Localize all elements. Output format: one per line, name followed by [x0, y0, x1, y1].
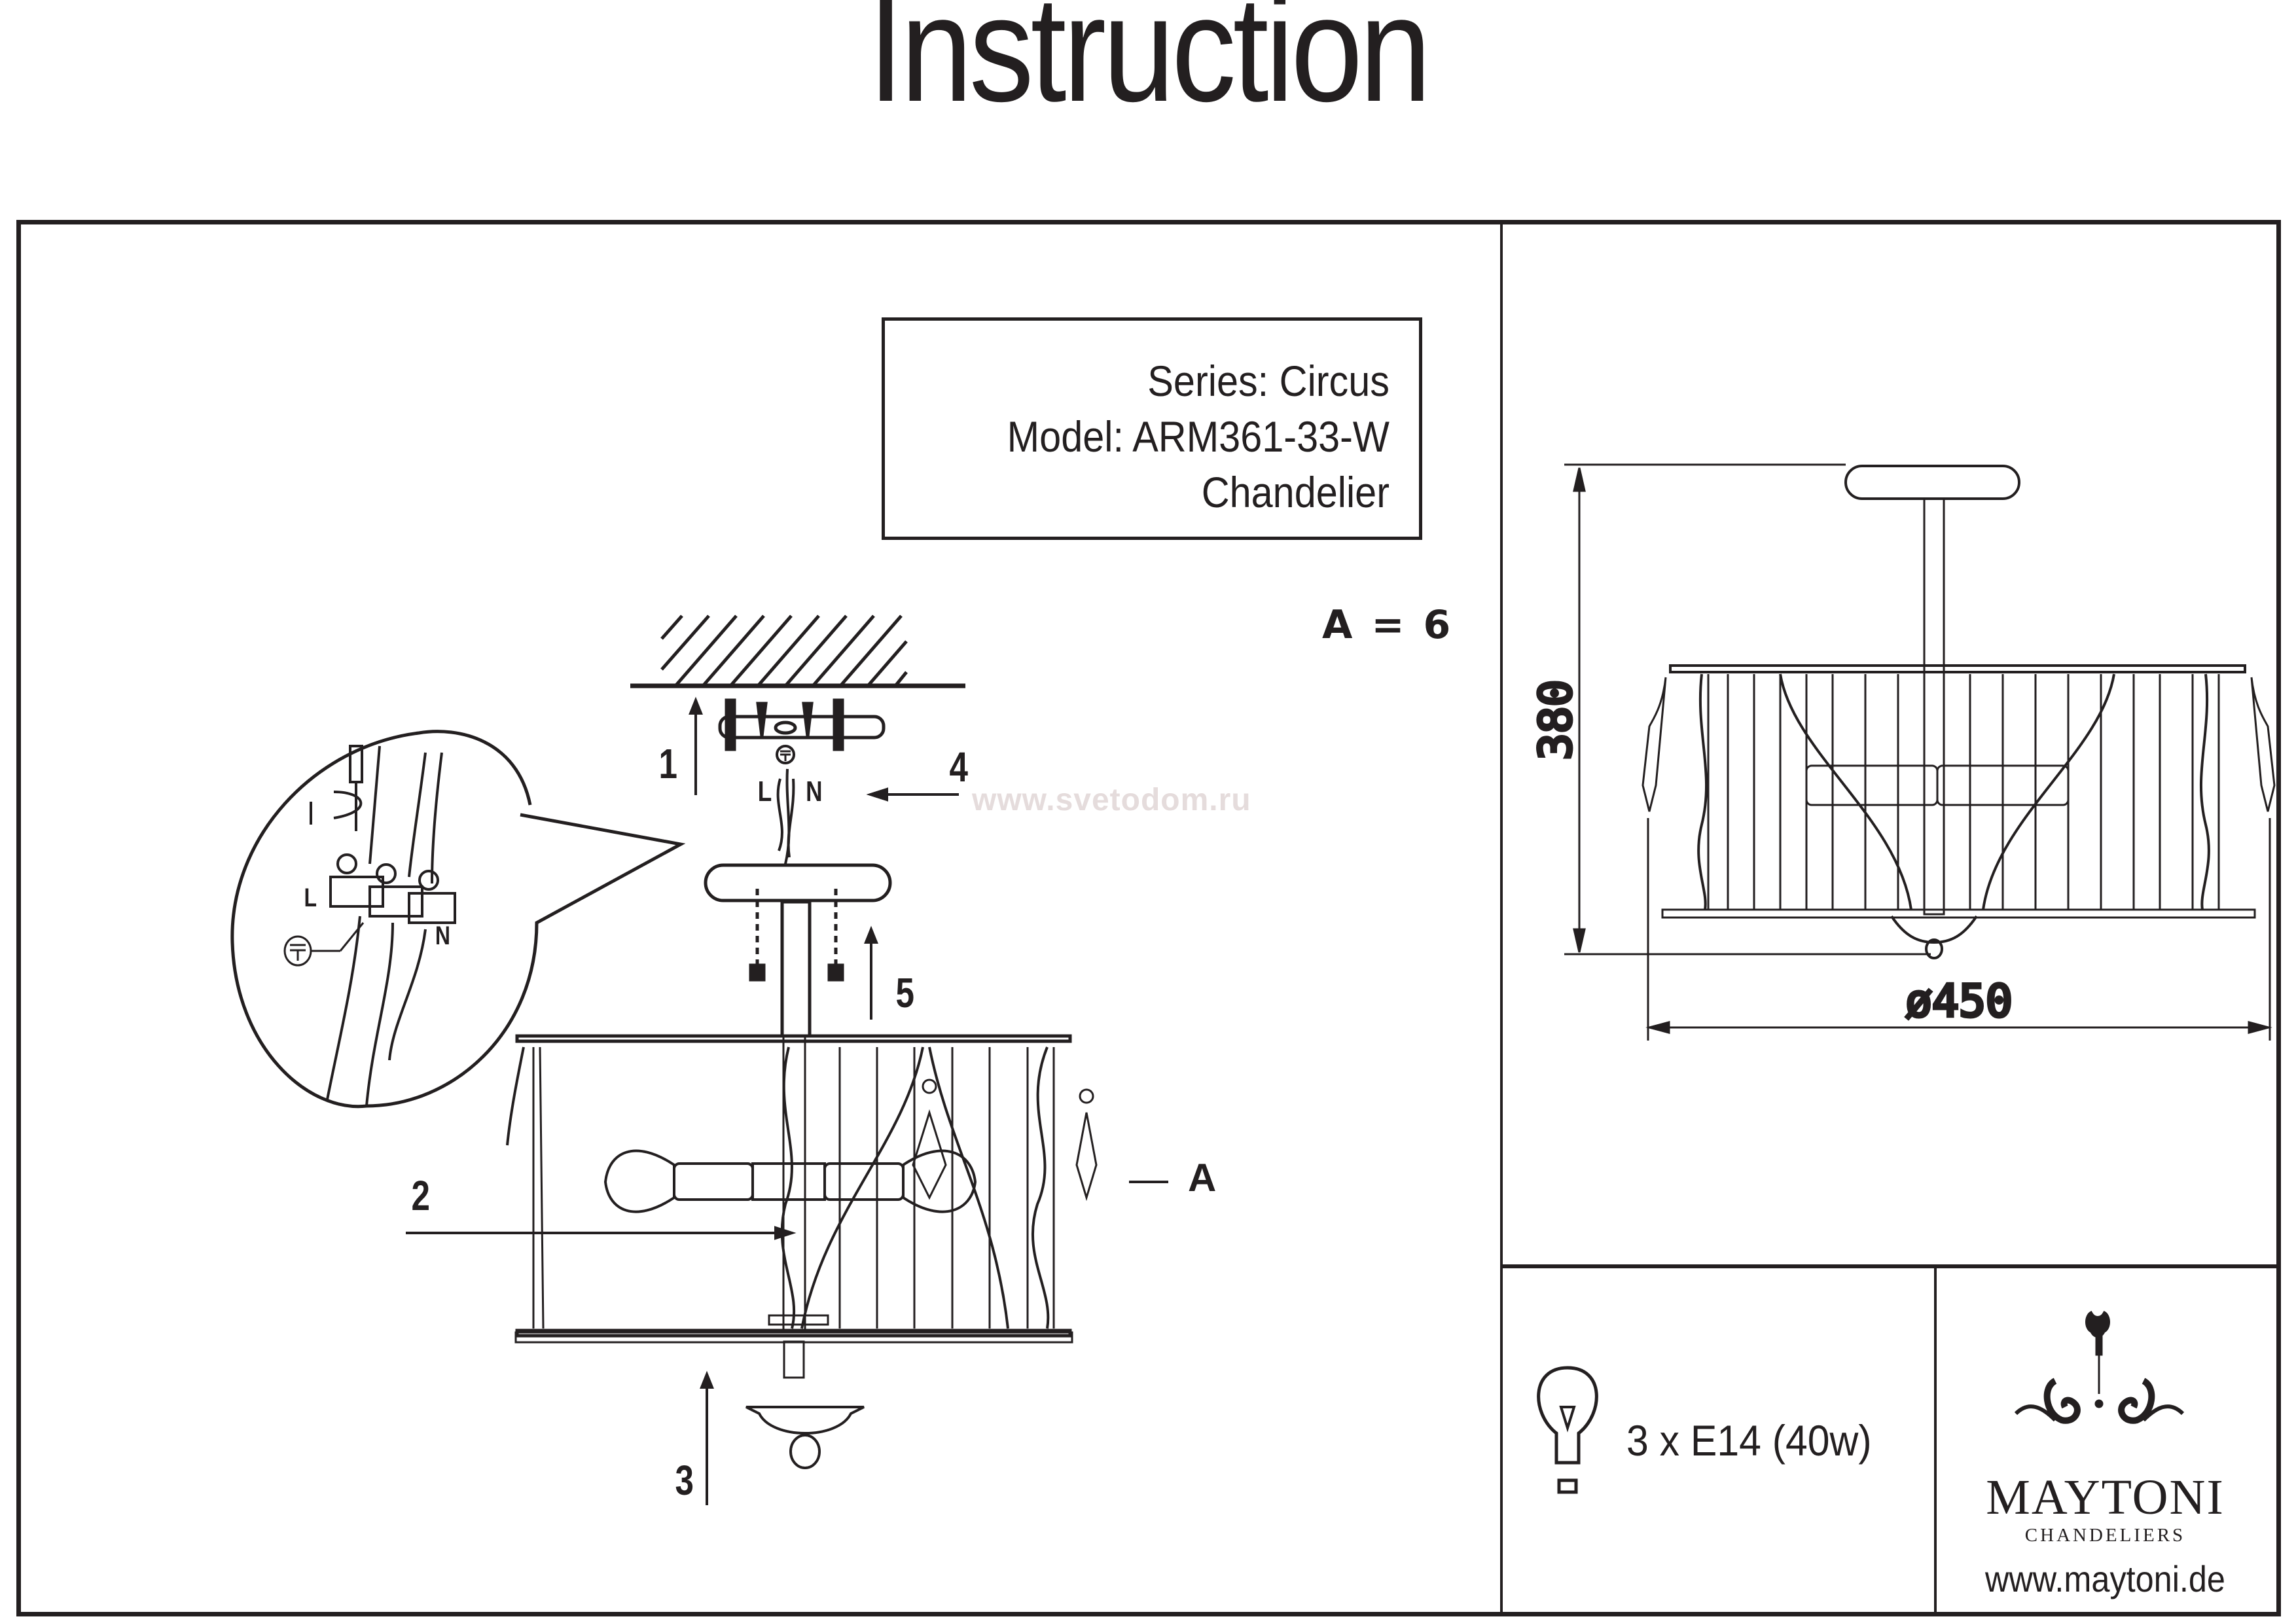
wires-icon [776, 768, 795, 865]
step-number-2: 2 [411, 1172, 431, 1219]
bulb-spec: 3 x E14 (40w) [1626, 1416, 1872, 1465]
part-a-label: A [1188, 1156, 1217, 1200]
live-wire-label: L [757, 776, 772, 808]
product-type: Chandelier [1201, 468, 1390, 516]
bulb-sockets-icon [603, 1149, 977, 1213]
brand-url: www.maytoni.de [1985, 1558, 2225, 1599]
step-number-5: 5 [895, 969, 915, 1016]
watermark: www.svetodom.ru [972, 783, 1251, 817]
panel-divider-horizontal [1500, 1264, 2276, 1268]
document-title: Instruction [868, 0, 1431, 133]
maytoni-logo-icon [2014, 1310, 2185, 1424]
ground-symbol-icon [776, 745, 795, 764]
product-info-box: Series: Circus Model: ARM361-33-W Chande… [882, 317, 1422, 540]
step-number-4: 4 [949, 743, 969, 791]
crystal-pendant-icon [912, 1079, 1098, 1202]
chandelier-drum-icon [506, 1034, 1073, 1379]
panel-divider-vertical [1500, 220, 1503, 1612]
ceiling-icon [630, 615, 965, 688]
step-number-3: 3 [675, 1457, 694, 1504]
bottom-finial-icon [745, 1406, 865, 1469]
terminal-block-icon [310, 745, 456, 924]
light-bulb-icon [1537, 1366, 1598, 1494]
height-dimension-label: 380 [1530, 680, 1582, 760]
brand-tagline: CHANDELIERS [2024, 1525, 2186, 1546]
diameter-dimension-label: ø450 [1905, 976, 2013, 1027]
product-series: Series: Circus [1147, 357, 1390, 405]
canopy-icon [704, 863, 892, 1038]
callout-ground-icon [283, 922, 365, 967]
mounting-bracket-icon [718, 698, 886, 751]
footer-divider [1934, 1266, 1937, 1612]
product-model: Model: ARM361-33-W [1007, 412, 1390, 461]
wiring-detail-callout [230, 730, 686, 1109]
parts-count-note: A = 6 [1322, 602, 1454, 648]
height-dimension-line [1564, 463, 1931, 955]
diameter-dimension-line [1645, 818, 2272, 1041]
neutral-wire-label: N [806, 776, 823, 808]
callout-wires-icon [326, 745, 443, 1107]
callout-neutral-label: N [435, 921, 451, 950]
step-number-1: 1 [658, 740, 678, 787]
step-arrows [406, 696, 1168, 1505]
dimension-drawing [1641, 465, 2276, 959]
callout-live-label: L [304, 883, 317, 912]
brand-name: MAYTONI [1986, 1470, 2225, 1525]
instruction-frame [16, 220, 2281, 1616]
